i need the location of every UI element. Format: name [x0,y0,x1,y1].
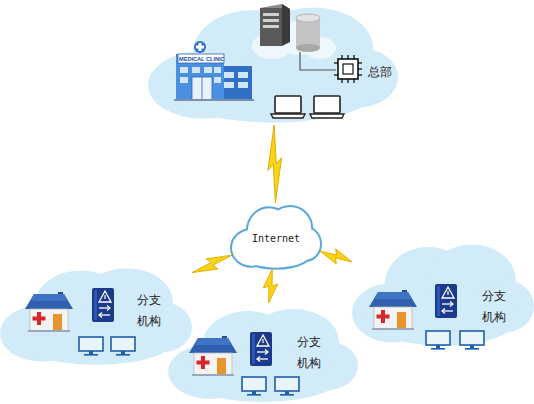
lightning-link [268,125,282,203]
sign-text: MEDICAL CLINIC [179,56,225,63]
node-label: 总部 [368,64,408,80]
cloud-node: 分支 机构 [0,262,192,367]
node-label: Internet [232,233,320,245]
lightning-link [320,249,352,264]
lightning-link [263,269,278,303]
cloud-shape [148,0,398,125]
cloud-node: 总部 [148,0,398,125]
cloud-shape [168,303,358,404]
lightning-link [192,255,232,272]
node-label: 分支 机构 [297,332,323,374]
cloud-shape [0,262,192,367]
cloud-shape [352,238,534,348]
cloud-node: Internet [232,203,320,269]
node-label: 分支 机构 [482,286,508,328]
node-label: 分支 机构 [137,290,163,332]
cloud-node: 分支 机构 [352,238,534,348]
cloud-node: 分支 机构 [168,303,358,404]
